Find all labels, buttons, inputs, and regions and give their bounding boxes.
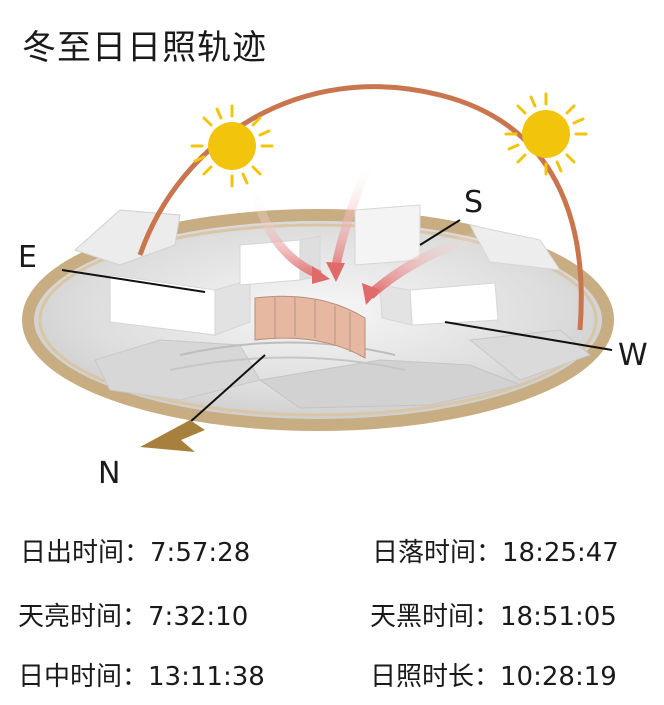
west-pointer-line <box>444 321 613 351</box>
sunset-row: 日落时间：18:25:47 <box>372 532 619 569</box>
sun-ray-arrows <box>250 158 502 305</box>
dawn-label: 天亮时间： <box>18 602 149 632</box>
horizon-ring <box>22 209 614 431</box>
sunset-value: 18:25:47 <box>502 538 619 568</box>
noon-value: 13:11:38 <box>148 662 265 692</box>
east-label: E <box>18 240 37 275</box>
sun-path-diagram <box>22 84 614 452</box>
east-pointer-line <box>61 269 206 293</box>
sunrise-row: 日出时间：7:57:28 <box>20 532 250 569</box>
south-pointer-line <box>419 219 461 246</box>
noon-label: 日中时间： <box>18 662 149 692</box>
horizon-ring-inner <box>38 223 598 417</box>
dusk-label: 天黑时间： <box>370 602 501 632</box>
sun-icon <box>504 92 588 176</box>
sunrise-label: 日出时间： <box>20 538 151 568</box>
dawn-value: 7:32:10 <box>148 602 249 632</box>
sun-path-arc <box>137 84 584 331</box>
north-arrow-icon <box>140 420 205 452</box>
west-label: W <box>618 338 648 373</box>
daylight-label: 日照时长： <box>370 662 501 692</box>
dusk-value: 18:51:05 <box>500 602 617 632</box>
dawn-row: 天亮时间：7:32:10 <box>18 596 248 633</box>
dusk-row: 天黑时间：18:51:05 <box>370 596 617 633</box>
north-label: N <box>98 456 121 491</box>
sunset-label: 日落时间： <box>372 538 503 568</box>
noon-row: 日中时间：13:11:38 <box>18 656 265 693</box>
sunrise-value: 7:57:28 <box>150 538 251 568</box>
daylight-value: 10:28:19 <box>500 662 617 692</box>
sun-icon <box>190 104 274 188</box>
south-label: S <box>464 185 484 220</box>
page-title: 冬至日日照轨迹 <box>22 28 267 68</box>
daylight-row: 日照时长：10:28:19 <box>370 656 617 693</box>
target-building <box>254 295 366 359</box>
